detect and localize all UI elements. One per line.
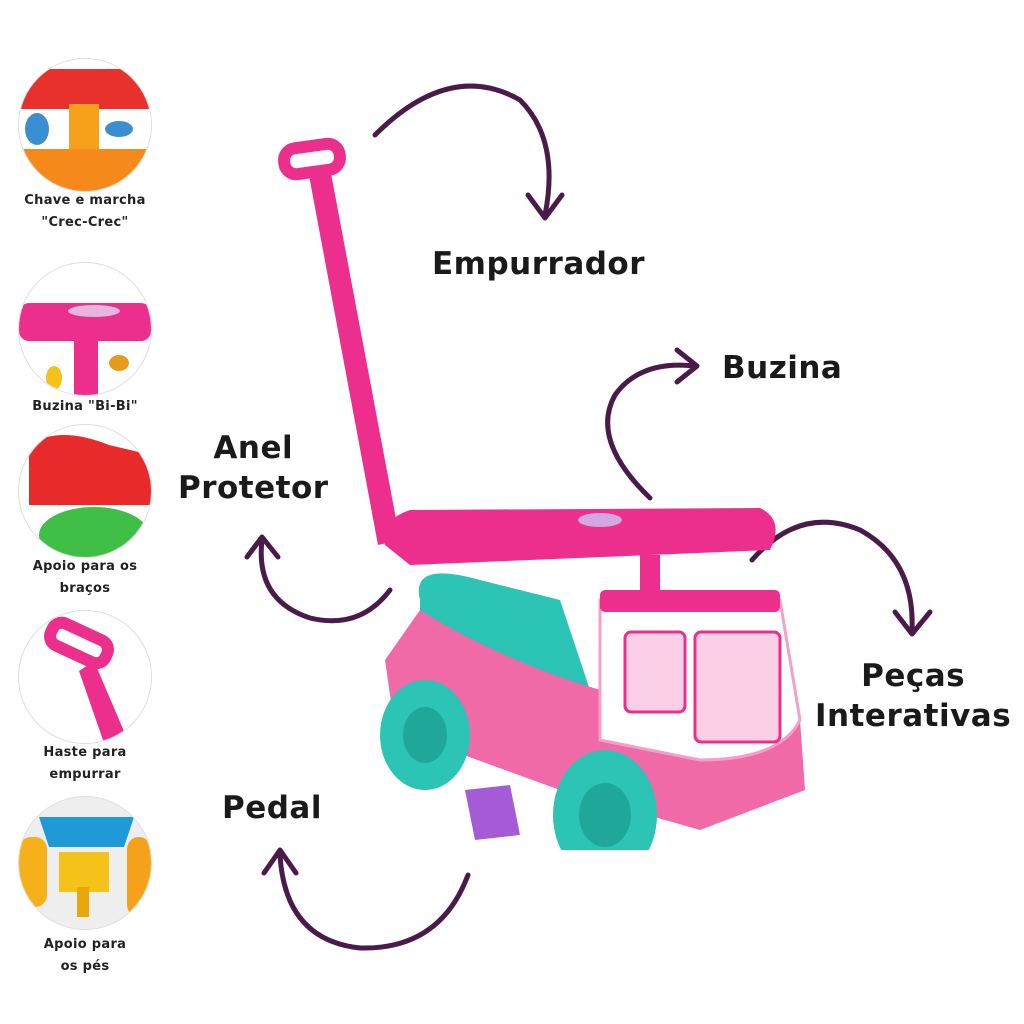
side-window: [623, 630, 687, 714]
arrow-buzina-head: [674, 347, 700, 385]
armrest-image: [19, 425, 151, 557]
label-pecas-interativas: Peças Interativas: [815, 656, 1011, 736]
thumb-apoio-bracos: [18, 424, 152, 558]
steering-column: [640, 555, 660, 595]
caption-apoio-pes: Apoio para os pés: [0, 934, 170, 978]
caption-line: Buzina "Bi-Bi": [32, 399, 138, 414]
label-anel-protetor: Anel Protetor: [178, 428, 329, 508]
arrow-pecas-head: [892, 609, 933, 637]
caption-line: Apoio para os: [32, 559, 138, 574]
horn-button: [578, 513, 622, 527]
push-rod: [308, 168, 400, 545]
front-window: [693, 630, 782, 744]
body: [385, 610, 805, 830]
label-buzina: Buzina: [722, 350, 843, 386]
pedal-part: [465, 785, 520, 840]
ride-on-toy-image: [278, 137, 805, 850]
arrow-empurrador-head: [525, 192, 565, 221]
caption-haste: Haste para empurrar: [0, 742, 170, 786]
arrow-pedal: [277, 852, 471, 951]
horn-image: [19, 263, 151, 395]
arrow-empurrador: [372, 83, 552, 218]
label-line: Protetor: [178, 470, 329, 506]
arrow-pedal-head: [261, 847, 299, 876]
arrow-buzina: [605, 362, 698, 501]
push-handle-image: [19, 611, 151, 743]
label-line: Peças: [861, 658, 966, 694]
thumb-buzina: [18, 262, 152, 396]
caption-apoio-bracos: Apoio para os braços: [0, 556, 170, 600]
label-line: Anel: [213, 430, 294, 466]
caption-line: empurrar: [49, 767, 121, 782]
arrow-anel-head: [244, 534, 281, 560]
thumb-chave-marcha: [18, 58, 152, 192]
thumb-haste: [18, 610, 152, 744]
label-line: Interativas: [815, 698, 1012, 734]
caption-line: "Crec-Crec": [41, 215, 129, 230]
caption-chave-marcha: Chave e marcha "Crec-Crec": [0, 190, 170, 234]
thumb-apoio-pes: [18, 796, 152, 930]
dash: [600, 590, 780, 612]
label-empurrador: Empurrador: [432, 246, 646, 282]
caption-line: os pés: [60, 959, 110, 974]
caption-line: Chave e marcha: [24, 193, 146, 208]
key-gear-image: [19, 59, 151, 191]
caption-line: Apoio para: [43, 937, 127, 952]
label-pedal: Pedal: [222, 790, 322, 826]
arrow-pecas: [749, 519, 915, 633]
caption-buzina: Buzina "Bi-Bi": [0, 396, 170, 418]
arrow-anel: [258, 537, 393, 624]
caption-line: Haste para: [43, 745, 127, 760]
caption-line: braços: [59, 581, 111, 596]
protective-ring: [384, 508, 776, 565]
